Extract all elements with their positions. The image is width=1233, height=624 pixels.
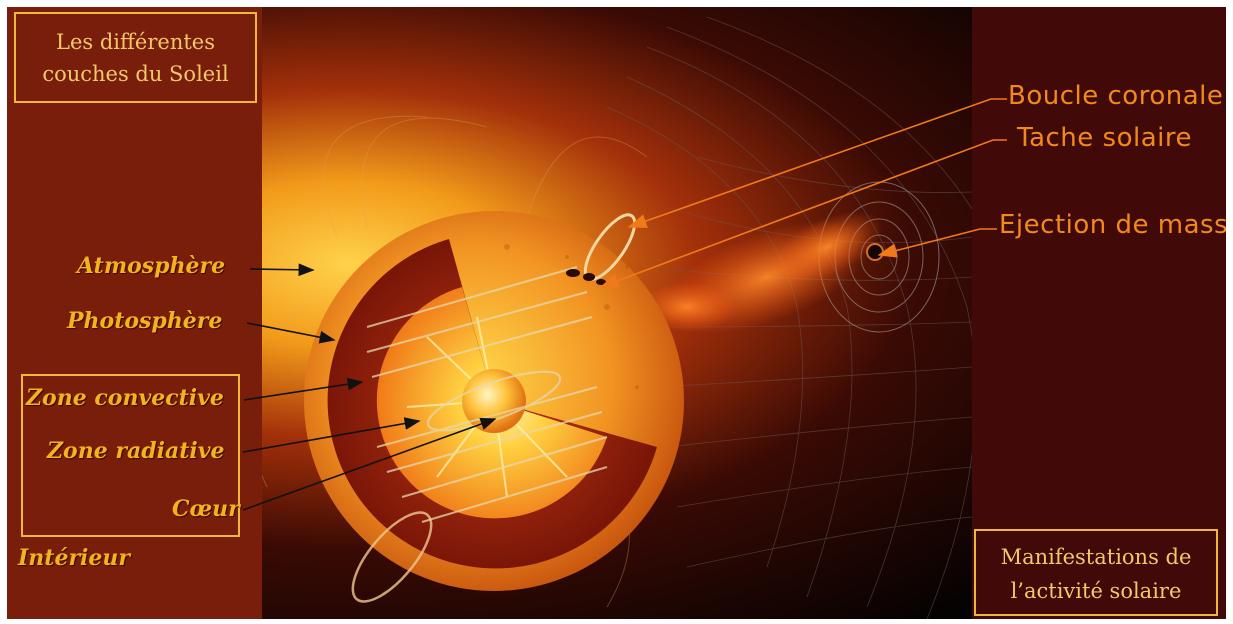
activity-caption-box: Manifestations de l’activité solaire xyxy=(974,529,1218,616)
interior-box xyxy=(21,374,240,537)
label-interior: Intérieur xyxy=(18,545,130,571)
diagram-title: Les différentes couches du Soleil xyxy=(16,26,255,90)
label-convective-zone: Zone convective xyxy=(26,385,224,411)
sun-illustration xyxy=(7,7,1226,619)
label-core: Cœur xyxy=(172,496,240,522)
label-photosphere: Photosphère xyxy=(67,308,223,334)
activity-caption-line-1: Manifestations de xyxy=(1000,545,1192,569)
label-atmosphere: Atmosphère xyxy=(77,253,226,279)
title-box: Les différentes couches du Soleil xyxy=(14,12,257,103)
activity-caption: Manifestations de l’activité solaire xyxy=(976,540,1216,608)
activity-caption-line-2: l’activité solaire xyxy=(1010,579,1182,603)
title-line-2: couches du Soleil xyxy=(42,62,229,86)
label-cme: Ejection de masse xyxy=(999,210,1226,240)
label-radiative-zone: Zone radiative xyxy=(47,438,225,464)
title-line-1: Les différentes xyxy=(56,30,215,54)
diagram-frame: Les différentes couches du Soleil Atmosp… xyxy=(7,7,1226,619)
label-sunspot: Tache solaire xyxy=(1017,123,1192,153)
label-coronal-loop: Boucle coronale xyxy=(1008,81,1224,111)
